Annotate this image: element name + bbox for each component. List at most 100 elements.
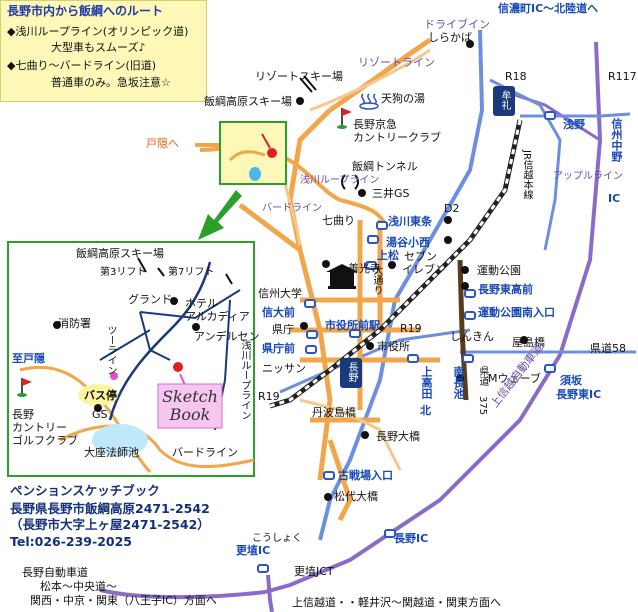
shinshu-nakano-ic-label: IC [608,192,621,205]
heiei-label: 牟礼 [499,90,510,110]
poi-dots [296,40,528,501]
tanbajima-label: 丹波島橋 [312,406,356,419]
shinano-dai-label: 信大前 [262,306,295,319]
inset-bus-label: バス停 [84,389,117,402]
nagano-ic-label: 長野IC [394,532,429,545]
kendou-label: 県道 [477,366,488,386]
apple-line-label: アップルライン [553,171,623,182]
sketchbook-label-1: Sketch [162,387,218,406]
inset-grand-label: グランド [128,293,172,306]
city-hall-st-label: 市役所前駅 [325,319,380,332]
inset-golf3-label: ゴルフクラブ [12,434,78,447]
temple-icon [326,264,358,289]
shinshu-univ-label: 信州大学 [258,287,302,300]
nagano-odashi-label: 長野大橋 [376,430,420,443]
pond-shape [92,424,148,456]
kamimatsu-label: 上松 [377,249,399,262]
inset-arrow [198,190,242,240]
bus-stop-area [78,384,118,406]
kendou58-label: 県道58 [590,342,626,355]
nagano-station-label: 長野 [346,362,357,382]
route-item-1-note: 大型車もスムーズ♪ [51,41,146,54]
shinshin-label: しんきん [450,330,494,343]
nissan-label: ニッサン [262,362,306,375]
sanpo-gs-label: 三井GS [372,187,410,200]
junction-markers [257,111,556,573]
pension-marker [173,362,183,372]
seven-label-2: イレブン [402,263,446,276]
nanamagari-label: 七曲り [322,214,355,227]
m-wave-label: Mウェーブ [488,372,541,385]
inset-lift7-label: 第7リフト [168,267,215,278]
joshinetsu-expressway [264,41,603,594]
iizuna-tunnel-label: 飯綱トンネル [352,160,418,173]
matsuyo-label: 松代大橋 [334,490,378,503]
suzaka-label-2: 長野東IC [556,388,602,401]
tengu-label: 天狗の湯 [381,92,425,105]
matsumoto-label: 松本～中央道～ [40,580,117,593]
iizuna-ski-label: 飯綱高原スキー場 [204,95,292,108]
route-117-road [520,112,631,118]
river [299,398,402,471]
to-togakushi-label: 戸隠へ [146,137,179,150]
expressway-south [266,574,274,612]
omotesando-label: 大通り [371,265,382,295]
jr-label: JR信越本線 [521,150,532,200]
r18-label: R18 [505,70,527,83]
route-box-title: 長野市内から飯綱へのルート [7,4,164,18]
r19b-label: R19 [258,390,280,403]
kosenjo-label: 古戦場入口 [338,469,393,482]
route-item-1: ◆浅川ループライン(オリンピック道) [7,25,189,38]
asano-label: 浅野 [563,118,585,131]
to-shinano-label: 信濃町IC～北陸道へ [498,2,599,15]
route-375-road [457,259,469,401]
seven-label-1: セブン [404,250,437,263]
apple-line-road [489,78,562,251]
ski-resort-icon [299,75,317,93]
birdline-label: バードライン [262,203,322,214]
asakawa-higashi-label: 浅川東条 [388,215,432,228]
nagano-exp-label: 長野自動車道 [22,566,88,579]
d2-label: D2 [444,202,460,215]
inset-hotel2-label: アルカディア [185,310,250,323]
tunnel-icon [341,174,359,190]
shirakaba-label: しらかば [428,31,472,44]
heiei-badge [493,86,515,116]
inset-pond-label: 大座法師池 [84,446,139,459]
undo-minami-label: 運動公園南入口 [478,306,555,319]
nagano-station-badge [340,358,362,388]
kyukyu-label-1: 長野京急 [353,118,397,131]
yashima-label: 屋島橋 [512,336,545,349]
yuya-nishi-label: 湯谷小西 [386,236,430,249]
inset-lift3-label: 第3リフト [100,267,147,278]
koshoku-jct-label: 更埴JCT [294,565,334,578]
resort-ski-label: リゾートスキー場 [255,70,343,83]
route-info-box: 長野市内から飯綱へのルート ◆浅川ループライン(オリンピック道) 大型車もスムー… [0,0,207,102]
inset-ski-label: 飯綱高原スキー場 [76,247,164,260]
suzaka-label-1: 須坂 [560,374,582,387]
inset-gs-label: GS [92,408,108,421]
kenchou-mae-label: 県庁前 [262,342,295,355]
route-item-2-note: 普通車のみ。急坂注意☆ [51,76,171,89]
city-hall-label: 市役所 [377,340,410,353]
pension-address-1: 長野県長野市飯綱高原2471-2542 [10,501,210,516]
sketchbook-label-2: Book [169,405,211,424]
pension-name: ペンションスケッチブック [10,483,160,498]
inset-fire-label: 消防署 [58,317,91,330]
r19-label: R19 [400,322,422,335]
inset-birdline-label: バードライン [172,446,238,459]
inset-to-togakushi-label: 至戸隠 [12,352,45,365]
nagano-expressway [99,588,266,600]
inset-lift-icons [137,257,233,285]
kamitakada-label: 上高田 [420,366,433,399]
drivein-label: ドライブイン [424,18,490,31]
route-19-road [279,328,471,394]
resort-line-road [309,48,431,112]
kita-label: 北 [420,404,431,417]
koshoku-ic-label: 更埴IC [236,544,271,557]
koshoku-ruby-label: こうしょく [252,533,302,544]
r117-label: R117 [608,70,637,83]
inset-road-label: ツーライン [105,325,116,375]
